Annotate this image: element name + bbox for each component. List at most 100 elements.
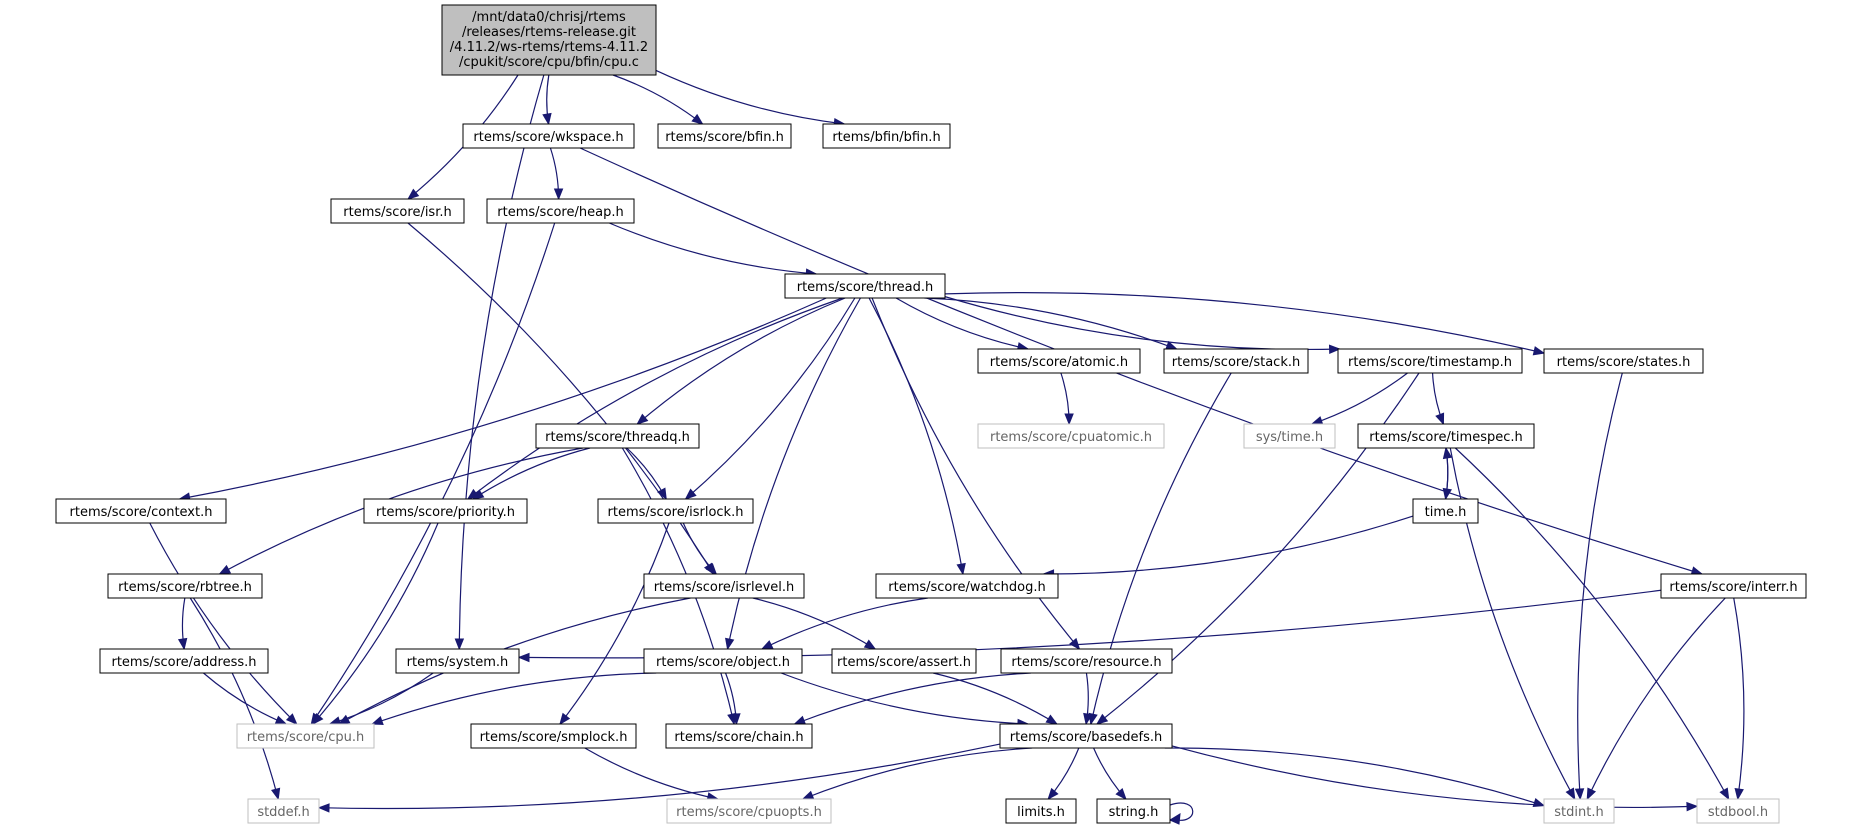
node-cpuatomic: rtems/score/cpuatomic.h xyxy=(977,423,1165,449)
node-heap[interactable]: rtems/score/heap.h xyxy=(486,198,635,224)
edge-thread-to-watchdog xyxy=(868,297,966,576)
node-time[interactable]: time.h xyxy=(1412,498,1479,524)
edge-isrlock-to-smplock xyxy=(559,522,670,726)
node-limits[interactable]: limits.h xyxy=(1005,798,1077,824)
edge-assert-to-basedefs xyxy=(932,672,1059,725)
edge-timespec-to-stdint xyxy=(1449,447,1576,801)
node-box-rbtree xyxy=(107,573,263,599)
node-bfin_bfin[interactable]: rtems/bfin/bfin.h xyxy=(822,123,951,149)
node-box-context xyxy=(55,498,227,524)
node-box-assert xyxy=(831,648,977,674)
edge-time-to-watchdog xyxy=(1042,515,1414,579)
edge-wkspace-to-heap xyxy=(549,147,564,201)
node-label: stdint.h xyxy=(1554,805,1603,820)
edge-interr-to-stdbool xyxy=(1733,597,1745,801)
node-label: rtems/score/isrlevel.h xyxy=(654,580,795,595)
node-stack[interactable]: rtems/score/stack.h xyxy=(1163,348,1309,374)
edge-timestamp-to-timespec xyxy=(1431,372,1445,426)
node-box-stdint xyxy=(1543,798,1615,824)
node-object[interactable]: rtems/score/object.h xyxy=(643,648,803,674)
node-context[interactable]: rtems/score/context.h xyxy=(55,498,227,524)
node-box-cpuatomic xyxy=(977,423,1165,449)
edge-basedefs-to-stddef xyxy=(317,743,1001,813)
edge-system-to-cpu xyxy=(328,672,434,726)
node-root[interactable]: /mnt/data0/chrisj/rtems/releases/rtems-r… xyxy=(441,4,657,76)
edge-resource-to-basedefs xyxy=(1083,672,1093,726)
node-box-heap xyxy=(486,198,635,224)
node-states[interactable]: rtems/score/states.h xyxy=(1543,348,1704,374)
edge-thread-to-threadq xyxy=(636,297,846,425)
node-label: string.h xyxy=(1109,805,1159,820)
node-label: rtems/system.h xyxy=(407,655,509,670)
edge-rbtree-to-address xyxy=(177,597,188,651)
node-bfin_score[interactable]: rtems/score/bfin.h xyxy=(657,123,792,149)
node-box-smplock xyxy=(470,723,637,749)
node-label: rtems/score/resource.h xyxy=(1011,655,1161,670)
root-file-line: /4.11.2/ws-rtems/rtems-4.11.2 xyxy=(450,40,648,55)
node-box-chain xyxy=(665,723,813,749)
node-assert[interactable]: rtems/score/assert.h xyxy=(831,648,977,674)
edge-timestamp-to-systime xyxy=(1310,372,1408,426)
edge-interr-to-stdint xyxy=(1586,597,1726,801)
node-label: stddef.h xyxy=(257,805,309,820)
node-string[interactable]: string.h xyxy=(1096,798,1171,824)
node-watchdog[interactable]: rtems/score/watchdog.h xyxy=(875,573,1059,599)
edge-root-to-bfin_bfin xyxy=(655,69,846,128)
edge-thread-to-object xyxy=(725,297,861,651)
node-timespec[interactable]: rtems/score/timespec.h xyxy=(1357,423,1535,449)
node-label: rtems/score/timestamp.h xyxy=(1348,355,1512,370)
node-cpu: rtems/score/cpu.h xyxy=(236,723,375,749)
edge-smplock-to-cpuopts xyxy=(584,747,720,802)
node-priority[interactable]: rtems/score/priority.h xyxy=(363,498,528,524)
edge-heap-to-thread xyxy=(608,222,818,278)
node-address[interactable]: rtems/score/address.h xyxy=(99,648,269,674)
node-isrlevel[interactable]: rtems/score/isrlevel.h xyxy=(643,573,805,599)
node-label: limits.h xyxy=(1017,805,1065,820)
node-label: rtems/score/interr.h xyxy=(1669,580,1797,595)
node-box-address xyxy=(99,648,269,674)
node-label: rtems/score/chain.h xyxy=(674,730,803,745)
edge-thread-to-context xyxy=(178,297,827,502)
node-basedefs[interactable]: rtems/score/basedefs.h xyxy=(999,723,1173,749)
node-box-resource xyxy=(1000,648,1173,674)
node-box-cpuopts xyxy=(666,798,832,824)
edge-basedefs-to-limits xyxy=(1047,747,1080,801)
node-box-isrlock xyxy=(597,498,754,524)
node-box-stdbool xyxy=(1696,798,1780,824)
node-resource[interactable]: rtems/score/resource.h xyxy=(1000,648,1173,674)
edge-string-to-string xyxy=(1168,802,1194,825)
node-chain[interactable]: rtems/score/chain.h xyxy=(665,723,813,749)
node-wkspace[interactable]: rtems/score/wkspace.h xyxy=(462,123,635,149)
node-label: rtems/score/assert.h xyxy=(837,655,971,670)
node-label: rtems/score/isrlock.h xyxy=(608,505,744,520)
node-rbtree[interactable]: rtems/score/rbtree.h xyxy=(107,573,263,599)
node-label: rtems/score/timespec.h xyxy=(1369,430,1522,445)
node-box-interr xyxy=(1660,573,1807,599)
node-interr[interactable]: rtems/score/interr.h xyxy=(1660,573,1807,599)
node-isrlock[interactable]: rtems/score/isrlock.h xyxy=(597,498,754,524)
node-label: rtems/score/states.h xyxy=(1557,355,1691,370)
node-label: rtems/score/cpuatomic.h xyxy=(990,430,1152,445)
node-box-system xyxy=(395,648,520,674)
node-system[interactable]: rtems/system.h xyxy=(395,648,520,674)
edge-timespec-to-stdbool xyxy=(1454,447,1730,801)
edge-object-to-basedefs xyxy=(780,672,1030,729)
node-box-atomic xyxy=(977,348,1141,374)
node-box-wkspace xyxy=(462,123,635,149)
node-thread[interactable]: rtems/score/thread.h xyxy=(784,273,946,299)
edge-isrlock-to-isrlevel xyxy=(682,522,718,576)
node-threadq[interactable]: rtems/score/threadq.h xyxy=(535,423,700,449)
edge-basedefs-to-string xyxy=(1093,747,1127,801)
node-timestamp[interactable]: rtems/score/timestamp.h xyxy=(1337,348,1523,374)
node-label: rtems/bfin/bfin.h xyxy=(832,130,940,145)
node-atomic[interactable]: rtems/score/atomic.h xyxy=(977,348,1141,374)
node-box-cpu xyxy=(236,723,375,749)
node-box-priority xyxy=(363,498,528,524)
node-label: rtems/score/thread.h xyxy=(797,280,934,295)
node-smplock[interactable]: rtems/score/smplock.h xyxy=(470,723,637,749)
node-box-thread xyxy=(784,273,946,299)
node-isr[interactable]: rtems/score/isr.h xyxy=(330,198,465,224)
edge-object-to-chain xyxy=(725,672,741,726)
